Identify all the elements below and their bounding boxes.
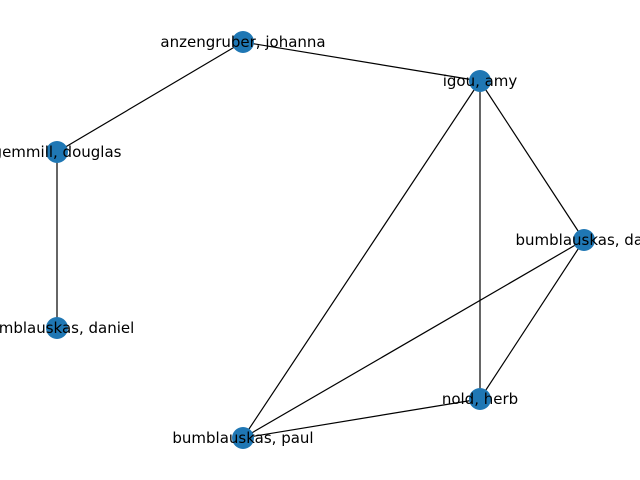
node-anzengruber (232, 31, 254, 53)
node-label-anzengruber: anzengruber, johanna (160, 33, 325, 51)
node-label-igou: igou, amy (443, 72, 518, 90)
edge-layer (56, 41, 585, 439)
edge-bumblauskas_dan-nold (479, 239, 585, 400)
edge-anzengruber-igou (242, 41, 481, 82)
edge-igou-bumblauskas_dan (479, 80, 585, 241)
label-layer: anzengruber, johanna igou, amy gemmill, do… (0, 33, 640, 447)
node-bumblauskas_dan (573, 229, 595, 251)
node-label-bumblauskas_paul: bumblauskas, paul (172, 429, 313, 447)
edge-igou-bumblauskas_paul (242, 80, 481, 439)
node-gemmill (46, 141, 68, 163)
node-nold (469, 388, 491, 410)
edge-nold-bumblauskas_paul (242, 398, 481, 439)
node-bumblauskas_paul (232, 427, 254, 449)
edge-anzengruber-gemmill (56, 41, 244, 153)
node-igou (469, 70, 491, 92)
node-label-bumblauskas_daniel: bumblauskas, daniel (0, 319, 134, 337)
node-label-bumblauskas_dan: bumblauskas, dan (515, 231, 640, 249)
node-label-nold: nold, herb (442, 390, 518, 408)
edge-bumblauskas_dan-bumblauskas_paul (242, 239, 585, 439)
node-label-gemmill: gemmill, douglas (0, 143, 122, 161)
node-bumblauskas_daniel (46, 317, 68, 339)
node-layer (46, 31, 595, 449)
